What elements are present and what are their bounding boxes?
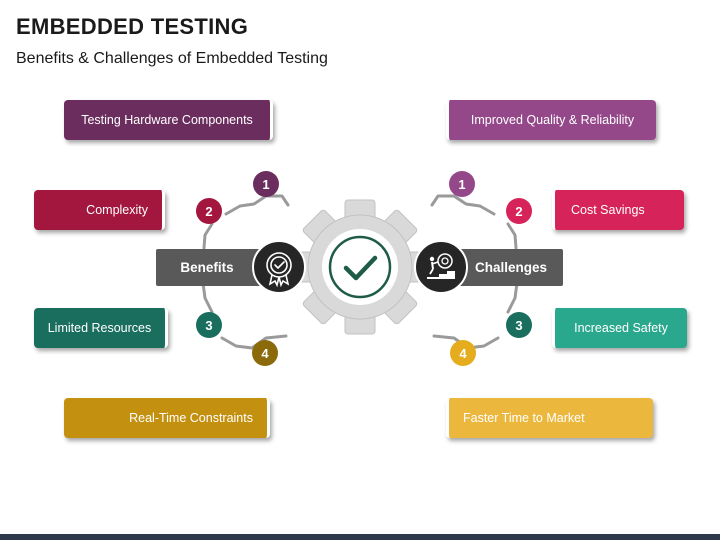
benefit-number-3: 3: [196, 312, 222, 338]
connector-benefit-3: [201, 281, 214, 314]
challenge-number-2: 2: [506, 198, 532, 224]
benefits-label: Benefits: [180, 260, 233, 275]
challenge-number-1: 1: [449, 171, 475, 197]
benefit-number-4: 4: [252, 340, 278, 366]
challenge-box-improved-quality: Improved Quality & Reliability: [446, 100, 656, 140]
benefit-box-complexity: Complexity: [34, 190, 165, 230]
page-subtitle: Benefits & Challenges of Embedded Testin…: [16, 50, 328, 67]
challenge-box-faster-time-to-market: Faster Time to Market: [446, 398, 653, 438]
svg-text:2: 2: [515, 204, 522, 219]
svg-text:4: 4: [459, 346, 467, 361]
challenges-label-bar: [452, 249, 563, 286]
challenge-number-4: 4: [450, 340, 476, 366]
svg-text:1: 1: [262, 177, 269, 192]
connector-challenge-2: [506, 222, 518, 250]
benefits-label-bar: [156, 249, 268, 286]
center-gear: [292, 199, 428, 335]
benefit-box-limited-resources: Limited Resources: [34, 308, 168, 348]
checkmark-gear-icon: [343, 255, 378, 281]
svg-text:2: 2: [205, 204, 212, 219]
benefit-box-real-time-constraints: Real-Time Constraints: [64, 398, 270, 438]
benefit-number-2: 2: [196, 198, 222, 224]
svg-text:1: 1: [458, 177, 465, 192]
challenges-label: Challenges: [475, 260, 547, 275]
connector-benefit-1: [224, 194, 290, 216]
benefit-number-1: 1: [253, 171, 279, 197]
benefit-box-testing-hardware: Testing Hardware Components: [64, 100, 273, 140]
footer-bar: [0, 534, 720, 540]
connectors: [201, 194, 519, 350]
connector-benefit-2: [202, 222, 214, 250]
challenge-box-cost-savings: Cost Savings: [552, 190, 684, 230]
connector-challenge-3: [506, 281, 519, 314]
challenge-box-increased-safety: Increased Safety: [552, 308, 687, 348]
connector-benefit-4: [220, 334, 288, 350]
challenge-number-3: 3: [506, 312, 532, 338]
svg-text:3: 3: [205, 318, 212, 333]
svg-text:3: 3: [515, 318, 522, 333]
svg-text:4: 4: [261, 346, 269, 361]
connector-challenge-1: [430, 194, 496, 216]
page-title: EMBEDDED TESTING: [16, 14, 249, 39]
award-badge-icon: [266, 252, 292, 288]
person-climbing-target-icon: [427, 253, 455, 279]
